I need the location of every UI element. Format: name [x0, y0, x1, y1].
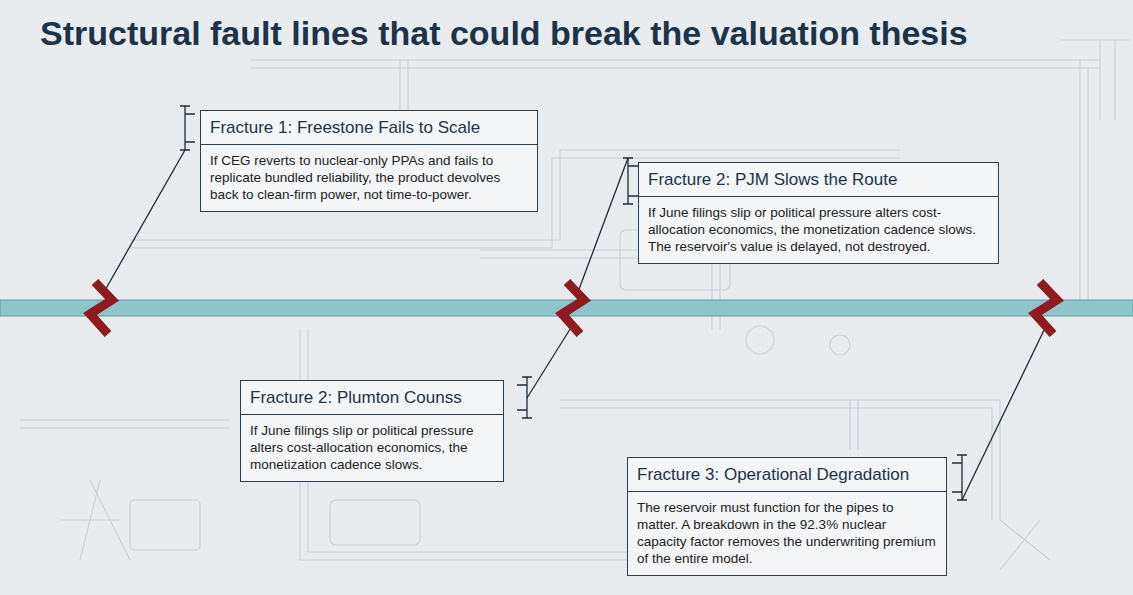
- box-heading: Fracture 3: Operational Degradation: [628, 458, 946, 492]
- box-body: If June filings slip or political pressu…: [639, 197, 998, 263]
- fracture-box: Fracture 2: PJM Slows the RouteIf June f…: [638, 162, 999, 264]
- box-body: If June filings slip or political pressu…: [241, 415, 503, 481]
- box-heading: Fracture 2: PJM Slows the Route: [639, 163, 998, 197]
- fracture-box: Fracture 2: Plumton CounssIf June filing…: [240, 380, 504, 482]
- diagram-title: Structural fault lines that could break …: [40, 14, 968, 53]
- fracture-box: Fracture 1: Freestone Fails to ScaleIf C…: [200, 110, 538, 212]
- fracture-marks: [90, 282, 1057, 334]
- box-body: The reservoir must function for the pipe…: [628, 492, 946, 575]
- box-body: If CEG reverts to nuclear-only PPAs and …: [201, 145, 537, 211]
- leader-lines: [104, 106, 1046, 500]
- box-heading: Fracture 1: Freestone Fails to Scale: [201, 111, 537, 145]
- box-heading: Fracture 2: Plumton Counss: [241, 381, 503, 415]
- fracture-box: Fracture 3: Operational DegradationThe r…: [627, 457, 947, 576]
